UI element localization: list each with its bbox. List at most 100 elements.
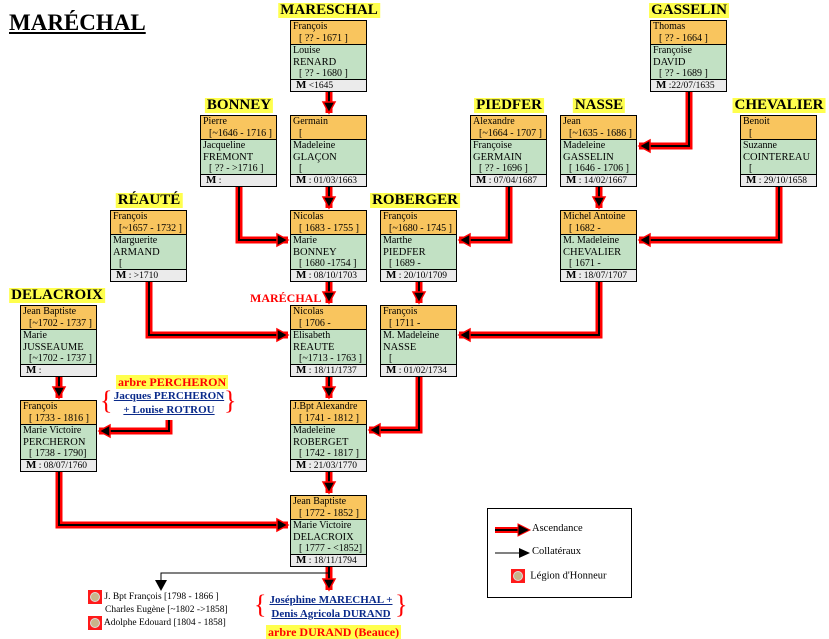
- marriage-date: : >1710: [128, 271, 159, 281]
- wife-surname: ROBERGET: [293, 436, 349, 448]
- children-list: J. Bpt François [1798 - 1866 ] Charles E…: [88, 590, 228, 630]
- marriage-date: :22/07/1635: [668, 81, 715, 91]
- husband-section: Pierre[~1646 - 1716 ]: [201, 116, 276, 140]
- husband-name: François: [383, 306, 418, 317]
- marriage-date: <1645: [308, 81, 334, 91]
- legend: Ascendance Collatéraux Légion d'Honneur: [487, 508, 632, 598]
- marriage-row: M : >1710: [111, 270, 186, 281]
- husband-section: François[ 1711 -: [381, 306, 456, 330]
- family-label-bonney: BONNEY: [204, 97, 274, 113]
- arrowhead-icon: [411, 291, 427, 305]
- arrowhead-icon: [97, 423, 111, 439]
- husband-section: Jean Baptiste[~1702 - 1737 ]: [21, 306, 96, 330]
- wife-dates: [: [299, 163, 303, 174]
- percheron-link[interactable]: Jacques PERCHERON + Louise ROTROU: [110, 389, 228, 417]
- husband-name: J.Bpt Alexandre: [293, 401, 358, 412]
- durand-link-line2[interactable]: Denis Agricola DURAND: [271, 608, 391, 620]
- arrowhead-icon: [457, 327, 471, 343]
- family-label-chevalier: CHEVALIER: [732, 97, 826, 113]
- husband-section: Benoit[: [741, 116, 816, 140]
- marriage-date: :: [218, 176, 222, 186]
- ascendance-arrow: [639, 187, 783, 244]
- arrowhead-icon: [321, 291, 337, 305]
- wife-name: Elisabeth: [293, 330, 331, 341]
- wife-name: Louise: [293, 45, 321, 56]
- wife-dates: [ ?? - 1689 ]: [659, 68, 708, 79]
- durand-link-line1[interactable]: Joséphine MARECHAL +: [269, 594, 393, 606]
- ascendance-arrow: [369, 377, 423, 434]
- collateraux-arrow-icon: [495, 548, 530, 558]
- percheron-tree-label: arbre PERCHERON: [116, 375, 229, 389]
- marriage-row: M : 14/02/1667: [561, 175, 636, 186]
- ascendance-arrow: [639, 187, 780, 241]
- wife-surname: GASSELIN: [563, 151, 614, 163]
- wife-name: Marguerite: [113, 235, 158, 246]
- wife-surname: JUSSEAUME: [23, 341, 84, 353]
- marriage-row: M :: [21, 365, 96, 376]
- wife-surname: PERCHERON: [23, 436, 86, 448]
- husband-section: Germain[: [291, 116, 366, 140]
- arrowhead-icon: [321, 196, 337, 210]
- marriage-prefix: M: [26, 460, 37, 471]
- marriage-date: : 20/10/1709: [398, 271, 448, 281]
- wife-name: Madeleine: [293, 140, 336, 151]
- marriage-date: : 07/04/1687: [488, 176, 538, 186]
- ascendance-arrow: [459, 187, 513, 244]
- durand-tree-label[interactable]: arbre DURAND (Beauce): [266, 625, 402, 639]
- wife-surname: RÉAUTÉ: [293, 341, 335, 353]
- ascendance-arrow: [145, 282, 288, 339]
- marriage-date: : 29/10/1658: [758, 176, 808, 186]
- arrowhead-icon: [321, 101, 337, 115]
- durand-link[interactable]: Joséphine MARECHAL + Denis Agricola DURA…: [264, 593, 398, 621]
- marriage-date: : 08/07/1760: [38, 461, 88, 471]
- husband-dates: [ 1711 -: [389, 317, 421, 329]
- wife-dates: [ 1742 - 1817 ]: [299, 448, 359, 459]
- husband-dates: [ ?? - 1664 ]: [659, 32, 708, 44]
- wife-dates: [ ?? - 1680 ]: [299, 68, 348, 79]
- husband-name: Alexandre: [473, 116, 515, 127]
- wife-name: M. Madeleine: [563, 235, 620, 246]
- wife-name: Marie Victoire: [293, 520, 352, 531]
- marriage-row: M : 08/07/1760: [21, 460, 96, 471]
- husband-section: François[ ?? - 1671 ]: [291, 21, 366, 45]
- marriage-row: M :22/07/1635: [651, 80, 726, 91]
- percheron-link-line2[interactable]: + Louise ROTROU: [123, 404, 215, 416]
- arrowhead-icon: [276, 232, 290, 248]
- marriage-row: M <1645: [291, 80, 366, 91]
- wife-surname: RENARD: [293, 56, 337, 68]
- wife-dates: [: [119, 258, 123, 269]
- husband-section: François[~1680 - 1745 ]: [381, 211, 456, 235]
- percheron-link-line1[interactable]: Jacques PERCHERON: [113, 390, 225, 402]
- wife-dates: [ 1738 - 1790]: [29, 448, 87, 459]
- husband-name: Benoit: [743, 116, 770, 127]
- wife-dates: [: [389, 353, 393, 364]
- husband-name: Germain: [293, 116, 328, 127]
- wife-dates: [: [749, 163, 753, 174]
- family-label-roberger: ROBERGER: [370, 192, 460, 208]
- ascendance-arrow: [55, 472, 288, 529]
- husband-dates: [~1680 - 1745 ]: [389, 222, 452, 234]
- marriage-row: M : 29/10/1658: [741, 175, 816, 186]
- marriage-prefix: M: [566, 175, 577, 186]
- marriage-prefix: M: [566, 270, 577, 281]
- wife-dates: [ 1777 - <1852]: [299, 543, 363, 554]
- wife-surname: GERMAIN: [473, 151, 522, 163]
- marriage-row: M : 07/04/1687: [471, 175, 546, 186]
- wife-dates: [ ?? - 1696 ]: [479, 163, 528, 174]
